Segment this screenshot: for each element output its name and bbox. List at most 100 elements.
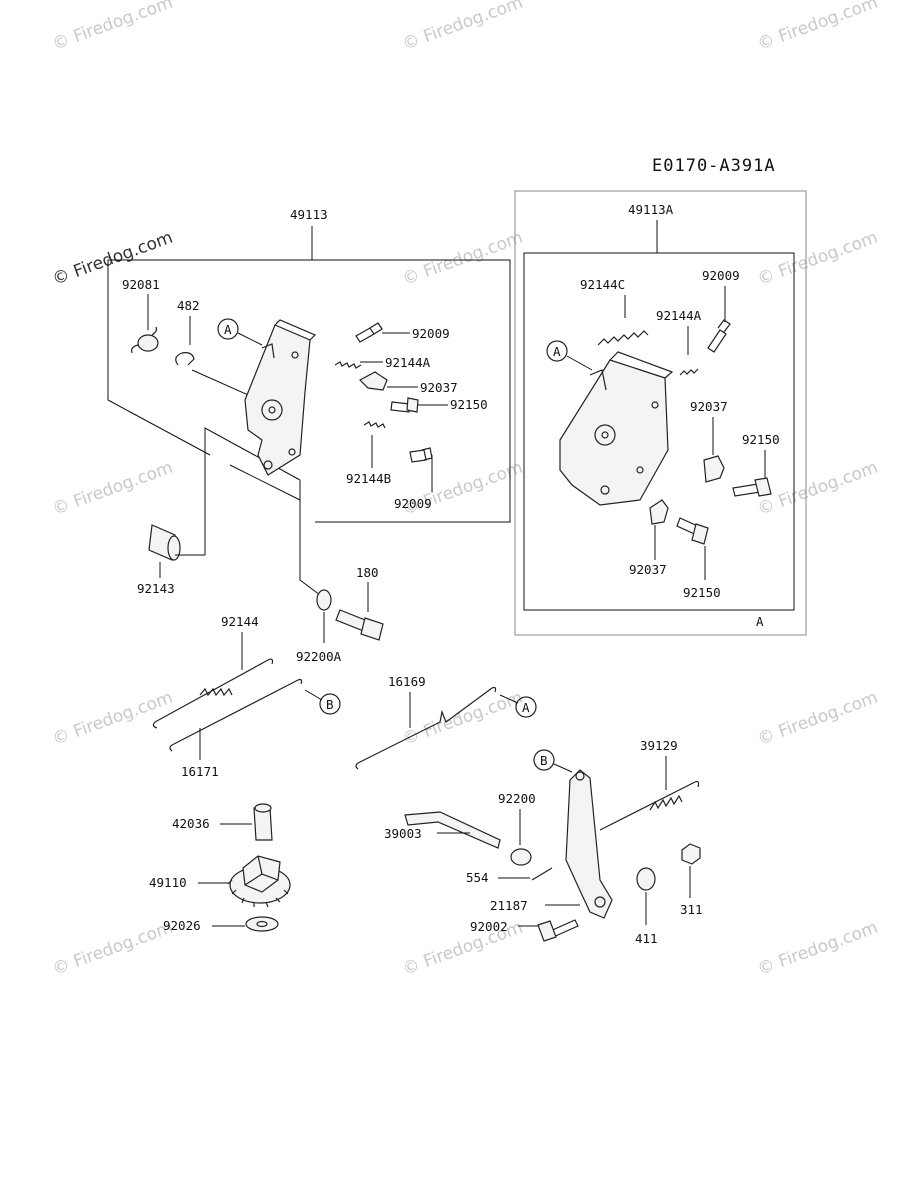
assembly-bracket-49113-left xyxy=(107,259,312,400)
part-label-92200A: 92200A xyxy=(296,649,342,664)
part-label-92150: 92150 xyxy=(683,585,721,600)
part-label-42036: 42036 xyxy=(172,816,210,831)
part-label-49113A: 49113A xyxy=(628,202,674,217)
part-label-39129: 39129 xyxy=(640,738,678,753)
part-label-92037: 92037 xyxy=(420,380,458,395)
shaft-part-39003 xyxy=(404,811,501,849)
assembly-box-outer xyxy=(514,190,807,636)
watermark: © Firedog.com xyxy=(755,918,881,980)
watermark: © Firedog.com xyxy=(755,228,881,290)
part-label-21187: 21187 xyxy=(490,898,528,913)
part-label-92026: 92026 xyxy=(163,918,201,933)
part-label-92144A: 92144A xyxy=(385,355,431,370)
ref-marker-B xyxy=(533,749,555,771)
part-label-180: 180 xyxy=(356,565,379,580)
part-label-92037: 92037 xyxy=(629,562,667,577)
part-label-92144B: 92144B xyxy=(346,471,391,486)
part-label-49110: 49110 xyxy=(149,875,187,890)
part-label-92144A: 92144A xyxy=(656,308,702,323)
part-label-16171: 16171 xyxy=(181,764,219,779)
watermark: © Firedog.com xyxy=(50,0,176,55)
part-label-92009: 92009 xyxy=(412,326,450,341)
part-label-92009: 92009 xyxy=(702,268,740,283)
spring-part-92144B xyxy=(363,421,386,429)
sleeve-part-92143 xyxy=(148,524,181,561)
assembly-bracket-49113 xyxy=(311,226,511,523)
part-label-92009: 92009 xyxy=(394,496,432,511)
watermark: © Firedog.com xyxy=(50,458,176,520)
bolt-part-92009 xyxy=(409,447,433,463)
pin-part-42036 xyxy=(253,803,273,841)
watermark: © Firedog.com xyxy=(755,688,881,750)
svg-text:B: B xyxy=(540,753,548,768)
part-label-92002: 92002 xyxy=(470,919,508,934)
washer-part-92200 xyxy=(510,848,532,866)
part-label-311: 311 xyxy=(680,902,703,917)
spring-part-92144 xyxy=(152,658,274,729)
spring-part-92144C xyxy=(597,330,649,346)
bolt-part-92150 xyxy=(676,517,709,545)
ref-marker-A xyxy=(515,696,537,718)
watermark: © Firedog.com xyxy=(400,0,526,55)
ref-marker-A xyxy=(217,318,239,340)
part-label-92200: 92200 xyxy=(498,791,536,806)
spring-part-39129 xyxy=(599,780,700,831)
part-label-92144C: 92144C xyxy=(580,277,625,292)
watermark: © Firedog.com xyxy=(755,0,881,55)
part-label-92150: 92150 xyxy=(742,432,780,447)
part-label-411: 411 xyxy=(635,931,658,946)
rod-part-16171 xyxy=(169,678,303,752)
clamp-part-92037 xyxy=(649,499,669,525)
gear-part-49110 xyxy=(227,855,291,908)
watermark: © Firedog.com xyxy=(50,688,176,750)
bolt-part-92009 xyxy=(355,322,383,343)
part-label-92143: 92143 xyxy=(137,581,175,596)
diagram-code: E0170-A391A xyxy=(652,156,776,176)
nut-part-311 xyxy=(681,843,701,865)
watermark: © Firedog.com xyxy=(400,228,526,290)
part-label-92150: 92150 xyxy=(450,397,488,412)
clip-part-482 xyxy=(175,352,195,366)
svg-text:A: A xyxy=(522,700,530,715)
leader-line xyxy=(229,464,301,501)
assembly-box-49113A xyxy=(523,252,795,611)
governor-plate-49113 xyxy=(244,319,317,476)
part-label-482: 482 xyxy=(177,298,200,313)
washer-part-92200A xyxy=(316,589,332,611)
lever-part-21187 xyxy=(565,769,613,919)
assembly-ref-A: A xyxy=(756,614,764,629)
spring-part-92081 xyxy=(131,326,159,354)
part-label-92081: 92081 xyxy=(122,277,160,292)
washer-part-92026 xyxy=(245,916,279,932)
leader-line xyxy=(107,399,211,456)
spring-part-92144A xyxy=(334,361,362,369)
spring-part-92144A xyxy=(679,368,699,376)
svg-text:B: B xyxy=(326,697,334,712)
part-label-39003: 39003 xyxy=(384,826,422,841)
svg-text:A: A xyxy=(553,344,561,359)
watermark: © Firedog.com xyxy=(50,918,176,980)
bolt-part-92002 xyxy=(537,919,579,942)
washer-part-411 xyxy=(636,867,656,891)
part-label-92037: 92037 xyxy=(690,399,728,414)
bolt-part-180 xyxy=(335,609,384,641)
ref-marker-A xyxy=(546,340,568,362)
governor-plate-49113A xyxy=(559,351,674,506)
part-label-554: 554 xyxy=(466,870,489,885)
watermark: © Firedog.com xyxy=(755,458,881,520)
svg-text:A: A xyxy=(224,322,232,337)
part-label-92144: 92144 xyxy=(221,614,259,629)
clamp-part-92037 xyxy=(703,455,725,483)
bolt-part-92150 xyxy=(390,397,419,413)
clamp-part-92037 xyxy=(359,371,388,391)
bolt-part-92150 xyxy=(732,477,772,497)
rod-part-16169 xyxy=(355,686,497,770)
bolt-part-92009 xyxy=(707,319,731,353)
part-label-49113: 49113 xyxy=(290,207,328,222)
pin-part-554 xyxy=(531,867,553,881)
watermark: © Firedog.com xyxy=(400,688,526,750)
ref-marker-B xyxy=(319,693,341,715)
part-label-16169: 16169 xyxy=(388,674,426,689)
